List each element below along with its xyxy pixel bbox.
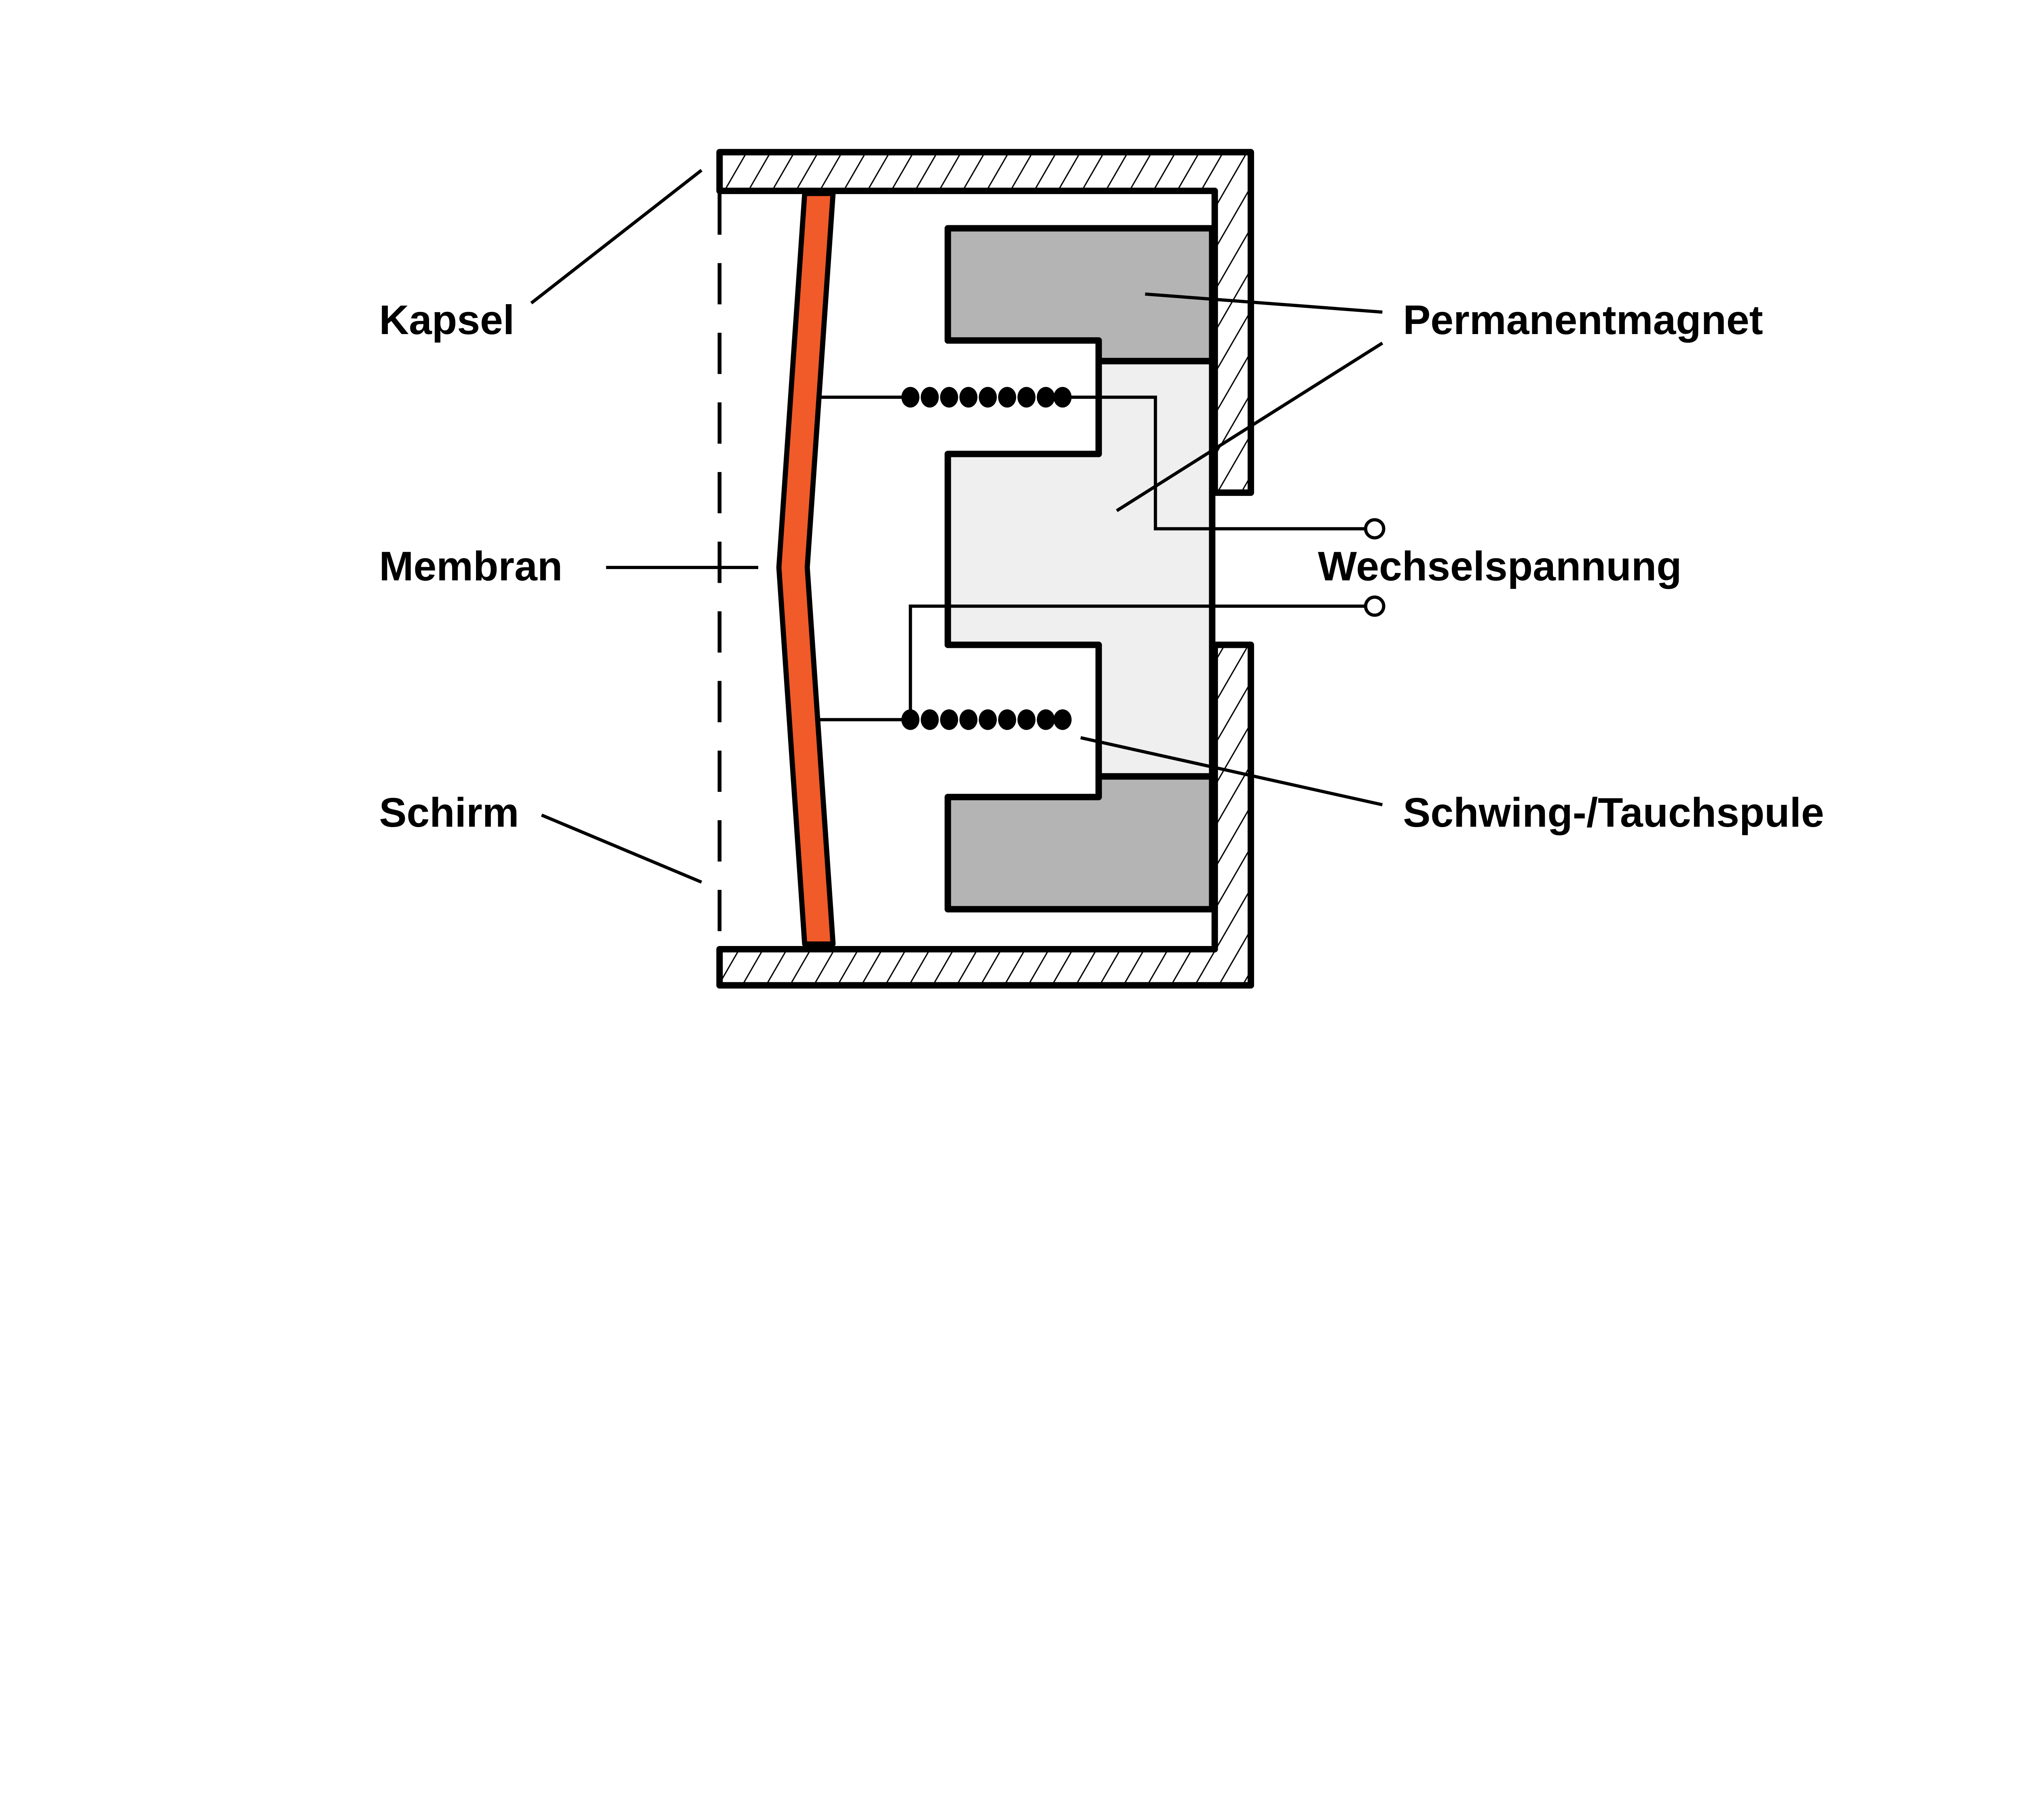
label-schirm: Schirm <box>379 789 519 836</box>
permanent-magnet-bottom <box>944 773 1216 913</box>
label-schwing-tauchspule: Schwing-/Tauchspule <box>1403 789 1824 836</box>
label-wechselspannung: Wechselspannung <box>1318 543 1682 589</box>
terminal-top <box>1364 518 1385 540</box>
permanent-magnet-core <box>944 358 1216 780</box>
dynamic-microphone-diagram: Kapsel Membran Schirm Permanentmagnet We… <box>379 149 1824 989</box>
terminal-bottom <box>1364 595 1385 617</box>
membrane <box>776 190 836 947</box>
voice-coil-top <box>901 387 1072 408</box>
leader-lines <box>530 169 1383 884</box>
label-kapsel: Kapsel <box>379 297 515 343</box>
coil-wiring <box>820 396 1367 722</box>
voice-coil-bottom <box>901 709 1072 730</box>
label-permanentmagnet: Permanentmagnet <box>1403 297 1763 343</box>
label-membran: Membran <box>379 543 563 589</box>
